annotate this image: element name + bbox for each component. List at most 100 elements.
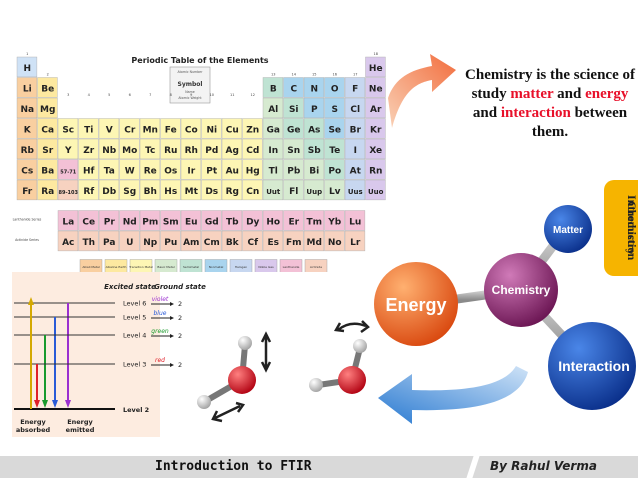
element-cell [180, 159, 202, 180]
group-number: 17 [353, 73, 357, 77]
element-cell [180, 118, 202, 139]
element-cell [37, 97, 58, 119]
group-number: 7 [149, 93, 151, 97]
element-cell [344, 159, 366, 180]
element-symbol: P [311, 105, 318, 115]
element-cell [303, 230, 325, 252]
molecule-2 [309, 320, 370, 394]
element-cell [37, 77, 58, 98]
legend-swatch [129, 259, 153, 272]
element-symbol: Po [328, 166, 341, 176]
chemistry-node[interactable] [484, 253, 558, 327]
element-symbol: Ta [104, 166, 115, 176]
element-symbol: Db [102, 187, 116, 197]
element-symbol: O [331, 84, 339, 94]
element-cell [365, 179, 386, 201]
matter-node[interactable] [544, 205, 592, 253]
legend-swatch [304, 259, 328, 272]
element-cell [201, 179, 222, 201]
element-cell [139, 210, 161, 231]
element-symbol: Sn [287, 146, 300, 156]
element-cell [365, 138, 386, 160]
element-cell [201, 230, 222, 252]
element-symbol: Ti [84, 125, 93, 135]
element-symbol: Ho [266, 217, 280, 227]
element-symbol: Zr [83, 146, 95, 156]
element-cell [78, 210, 99, 231]
element-cell [201, 210, 222, 231]
element-cell [283, 77, 304, 98]
element-symbol: Tc [145, 146, 155, 156]
energy-node[interactable] [374, 262, 458, 346]
level-value: 2 [178, 314, 182, 322]
energy-absorbed-label: Energy [20, 418, 46, 426]
element-symbol: Bi [309, 166, 319, 176]
emission-arrow-head [42, 400, 48, 408]
element-cell [344, 77, 366, 98]
element-cell [242, 210, 263, 231]
element-cell [344, 118, 366, 139]
element-symbol: Au [226, 166, 239, 176]
element-cell [98, 138, 120, 160]
element-cell [324, 179, 345, 201]
element-symbol: W [125, 166, 135, 176]
side-tab-line2: Chemistry [625, 201, 638, 255]
element-cell [119, 179, 140, 201]
element-symbol: Rg [226, 187, 239, 197]
element-symbol: Bk [226, 238, 240, 248]
element-cell [98, 179, 120, 201]
element-cell [344, 210, 366, 231]
element-cell [180, 138, 202, 160]
key-name: Name [185, 90, 194, 94]
element-cell [324, 159, 345, 180]
element-cell [283, 159, 304, 180]
element-symbol: No [328, 238, 342, 248]
element-symbol: Na [20, 105, 34, 115]
element-symbol: Bh [144, 187, 157, 197]
interaction-label: Interaction [558, 358, 630, 374]
element-symbol: Ac [62, 238, 74, 248]
molecule-1 [197, 331, 272, 423]
element-cell [283, 179, 304, 201]
element-cell [324, 210, 345, 231]
element-symbol: Er [288, 217, 299, 227]
element-cell [201, 159, 222, 180]
level-value: 2 [178, 361, 182, 369]
element-cell [37, 118, 58, 139]
legend-swatch [254, 259, 278, 272]
element-symbol: Cl [350, 105, 360, 115]
element-cell [98, 159, 120, 180]
element-symbol: Pm [142, 217, 158, 227]
interaction-node[interactable] [548, 322, 636, 410]
element-cell [365, 159, 386, 180]
element-cell [160, 118, 181, 139]
legend-label: Actinide [310, 265, 322, 269]
group-number: 15 [312, 73, 316, 77]
element-symbol: I [354, 146, 357, 156]
key-weight: Atomic Weight [178, 96, 202, 100]
element-symbol: Si [289, 105, 299, 115]
element-cell [262, 77, 284, 98]
element-cell [221, 179, 243, 201]
element-cell [283, 97, 304, 119]
group-number: 3 [67, 93, 69, 97]
element-cell [303, 179, 325, 201]
element-symbol: F [352, 84, 358, 94]
element-cell [283, 138, 304, 160]
element-cell [365, 56, 386, 78]
element-symbol: Be [41, 84, 54, 94]
legend-label: Lanthanide [283, 265, 300, 269]
group-number: 9 [190, 93, 192, 97]
element-symbol: Mn [143, 125, 158, 135]
element-cell [160, 138, 181, 160]
element-symbol: Br [350, 125, 362, 135]
element-symbol: Cr [124, 125, 136, 135]
element-symbol: Np [143, 238, 158, 248]
element-cell [283, 210, 304, 231]
element-cell [324, 230, 345, 252]
element-cell [78, 138, 99, 160]
legend-label: Alkali Metal [82, 265, 99, 269]
element-cell [98, 210, 120, 231]
